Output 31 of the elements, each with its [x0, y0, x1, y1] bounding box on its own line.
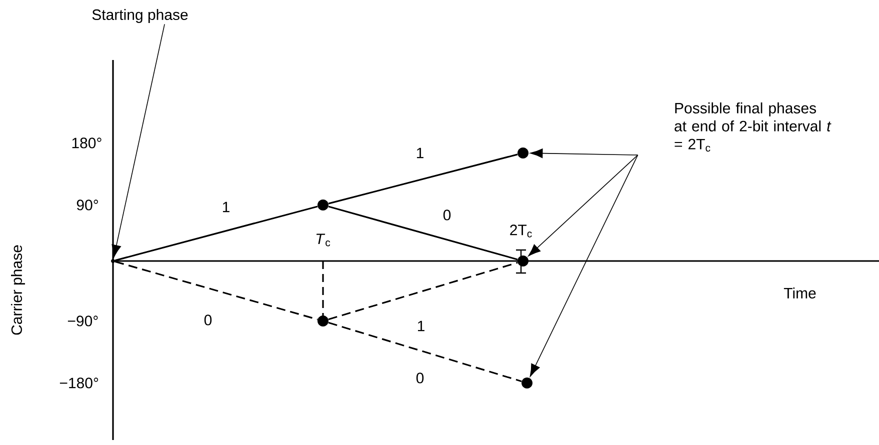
time-marker-label: 2T$_{c}$	[508, 224, 534, 238]
phase-dot	[518, 148, 528, 158]
origin-point	[111, 259, 115, 263]
phase-dot	[518, 256, 528, 266]
arrow	[112, 24, 165, 258]
connector-line	[328, 262, 518, 320]
arrow	[530, 148, 638, 158]
connector-line	[114, 260, 318, 320]
edge-label: 1	[414, 146, 426, 160]
phase-dot	[318, 316, 328, 326]
arrow	[528, 154, 638, 256]
axis-tick-label: −180°	[60, 378, 98, 388]
connector-line	[328, 322, 522, 382]
time-marker-label: T$_{c}$	[314, 232, 332, 248]
phase-dot	[522, 378, 532, 388]
phase-dot	[318, 200, 328, 210]
axis-title: Carrier phase	[11, 245, 25, 335]
connector-line	[328, 154, 518, 204]
edge-label: 1	[416, 320, 426, 332]
edge-label: 0	[414, 372, 426, 384]
edge-label: 0	[202, 314, 214, 326]
edge-label: 1	[220, 200, 232, 214]
axis-tick-label: 90°	[76, 200, 98, 210]
connector-line	[328, 206, 518, 260]
callout-text: Possible final phases at end of 2-bit interval t = 2T$_{c}$	[674, 102, 832, 152]
edge-label: 0	[442, 208, 452, 222]
axis-tick-label: 180°	[72, 138, 102, 148]
connector-line	[114, 206, 318, 262]
callout-text: Starting phase	[92, 9, 188, 23]
arrow	[530, 154, 638, 377]
axis-title: Time	[782, 286, 818, 300]
